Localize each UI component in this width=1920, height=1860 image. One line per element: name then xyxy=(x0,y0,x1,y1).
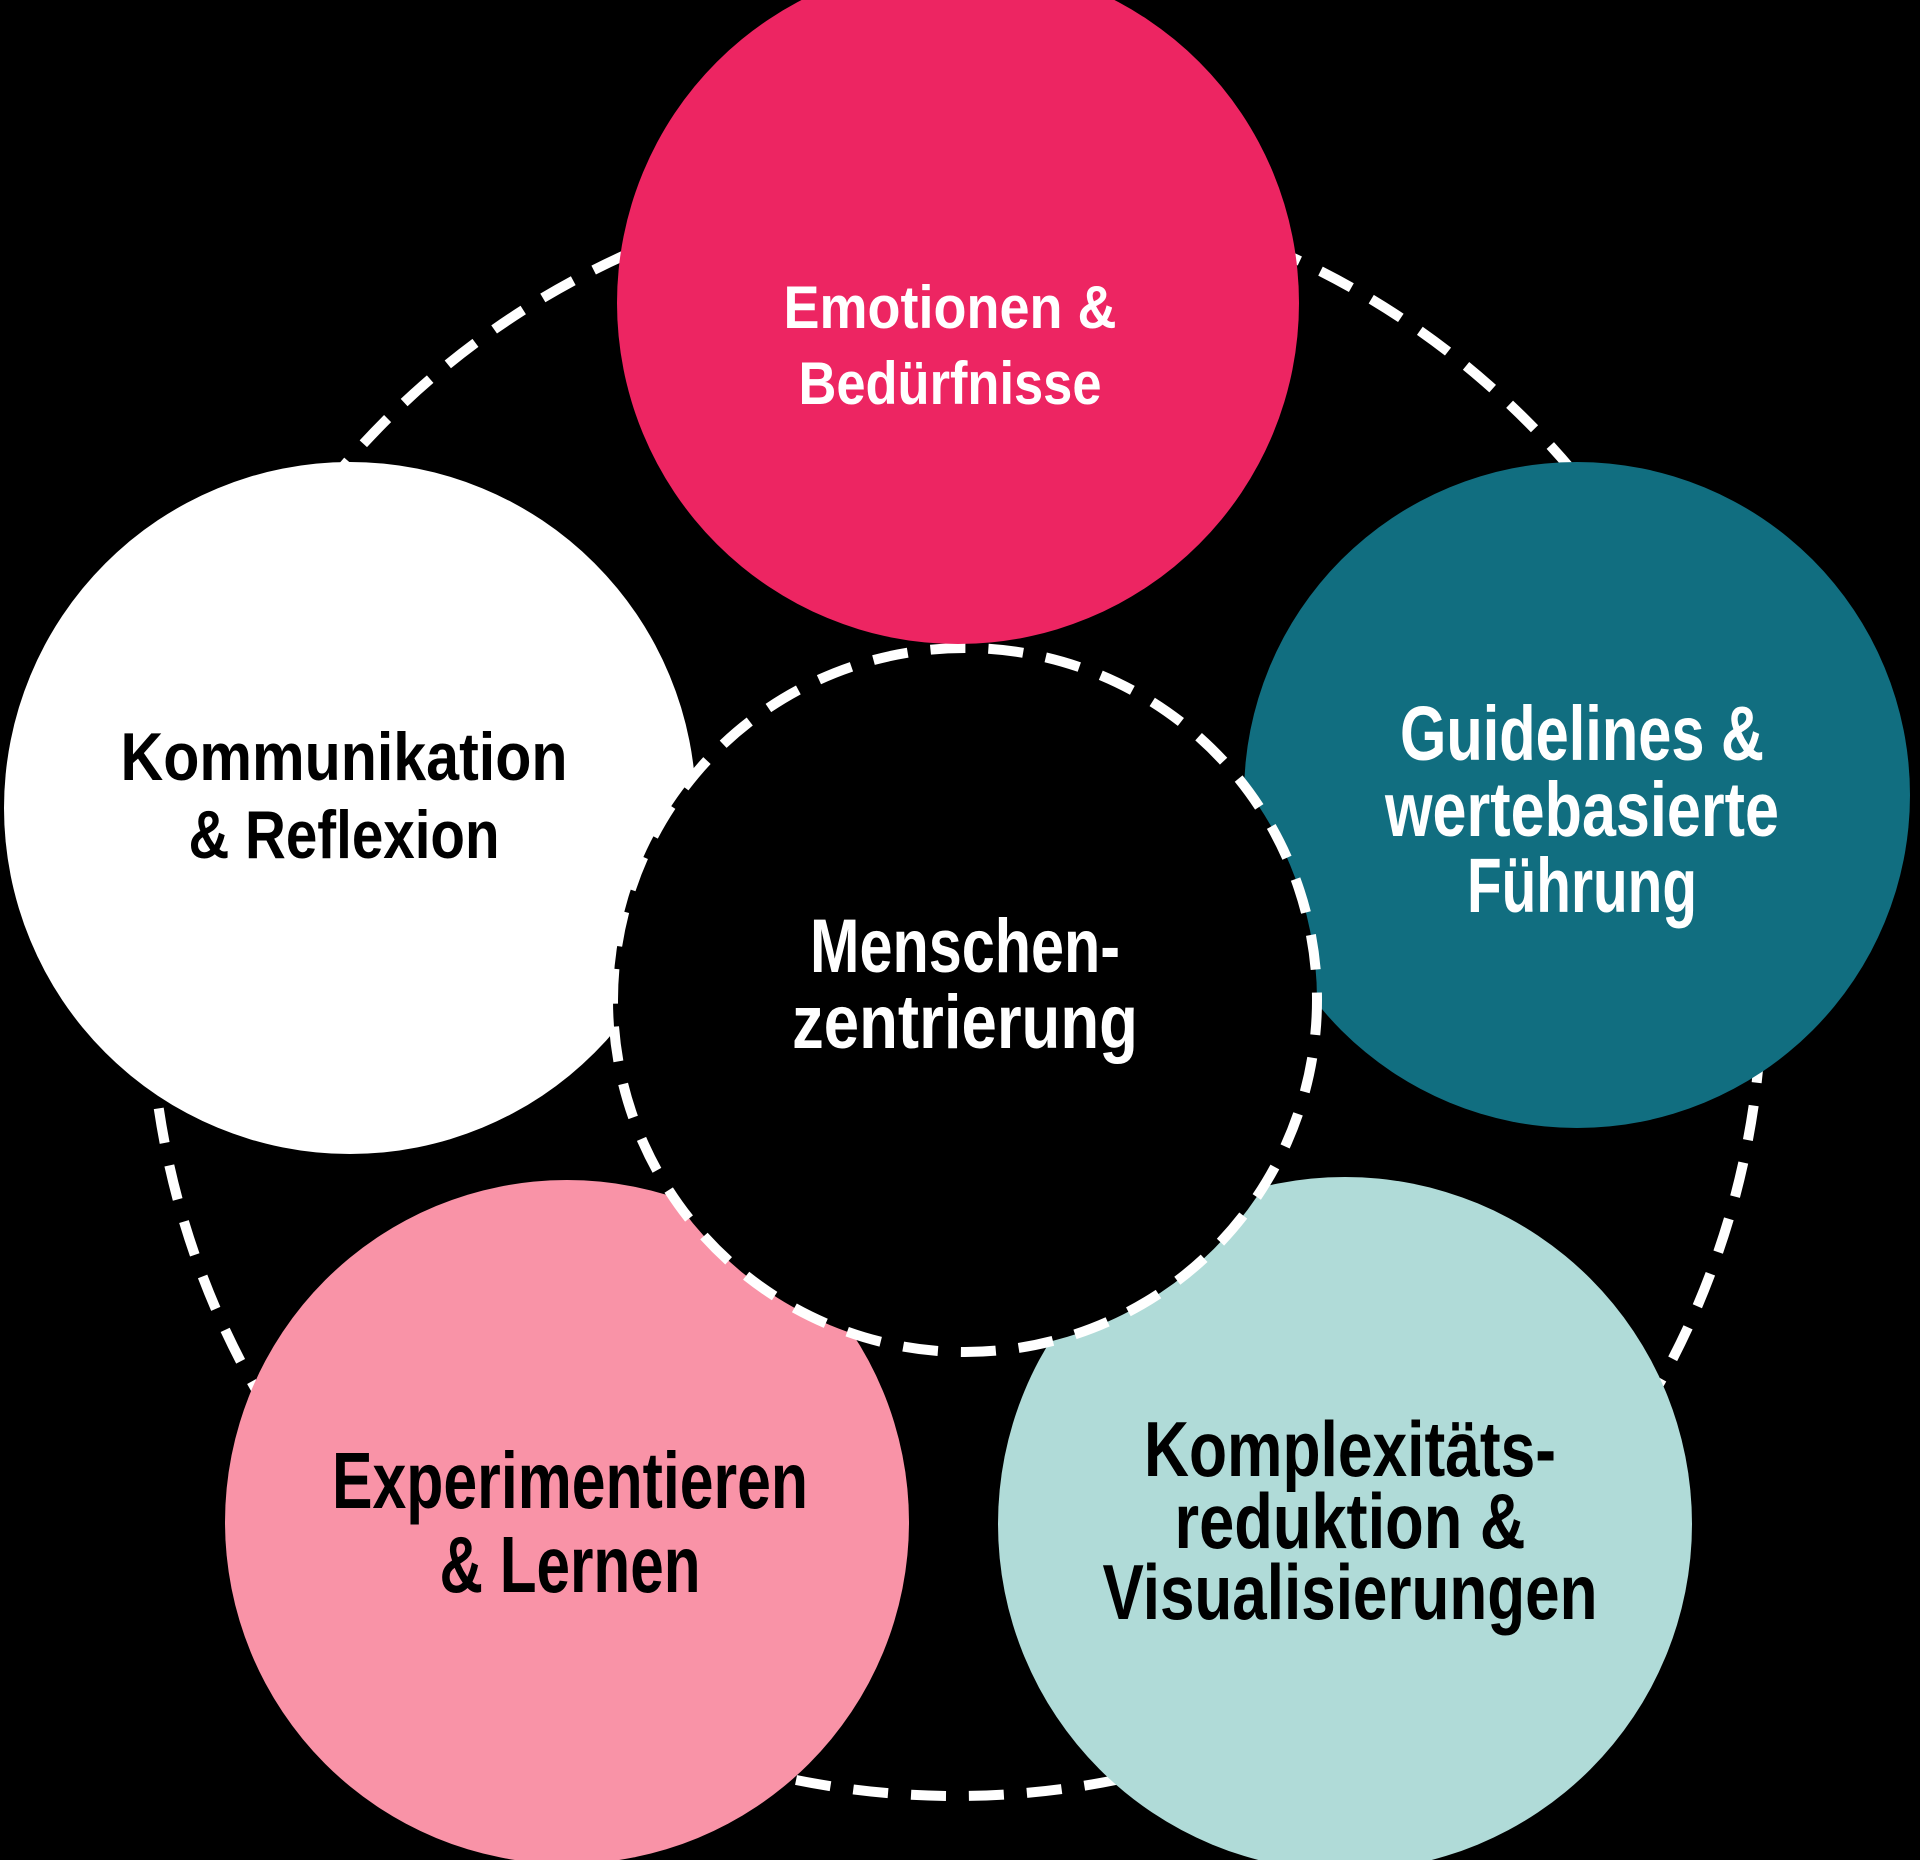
circle-komplexitaet-label-line-3: Visualisierungen xyxy=(1103,1548,1598,1636)
circle-emotionen xyxy=(617,0,1299,644)
circle-menschenzentrierung-label-line-1: Menschen- xyxy=(810,904,1120,989)
circle-kommunikation-label-line-2: & Reflexion xyxy=(189,797,500,873)
circle-experimentieren-label-line-2: & Lernen xyxy=(440,1520,701,1609)
circle-menschenzentrierung-label-line-2: zentrierung xyxy=(792,980,1138,1065)
circle-komplexitaet xyxy=(998,1177,1692,1860)
circle-emotionen-label-line-1: Emotionen & xyxy=(784,274,1117,341)
circle-kommunikation-label-line-1: Kommunikation xyxy=(121,719,568,795)
circle-guidelines xyxy=(1244,462,1910,1128)
circle-emotionen-label-line-2: Bedürfnisse xyxy=(799,350,1102,417)
circle-kommunikation xyxy=(4,462,696,1154)
circle-komplexitaet-label-line-1: Komplexitäts- xyxy=(1144,1405,1556,1493)
circle-guidelines-label-line-1: Guidelines & xyxy=(1400,691,1764,777)
circle-guidelines-label-line-3: Führung xyxy=(1467,843,1697,929)
circle-komplexitaet-label-line-2: reduktion & xyxy=(1175,1477,1526,1565)
circle-guidelines-label-line-2: wertebasierte xyxy=(1384,767,1779,853)
circle-experimentieren xyxy=(225,1180,909,1860)
circle-experimentieren-label-line-1: Experimentieren xyxy=(332,1436,808,1525)
circle-menschenzentrierung xyxy=(608,643,1322,1357)
